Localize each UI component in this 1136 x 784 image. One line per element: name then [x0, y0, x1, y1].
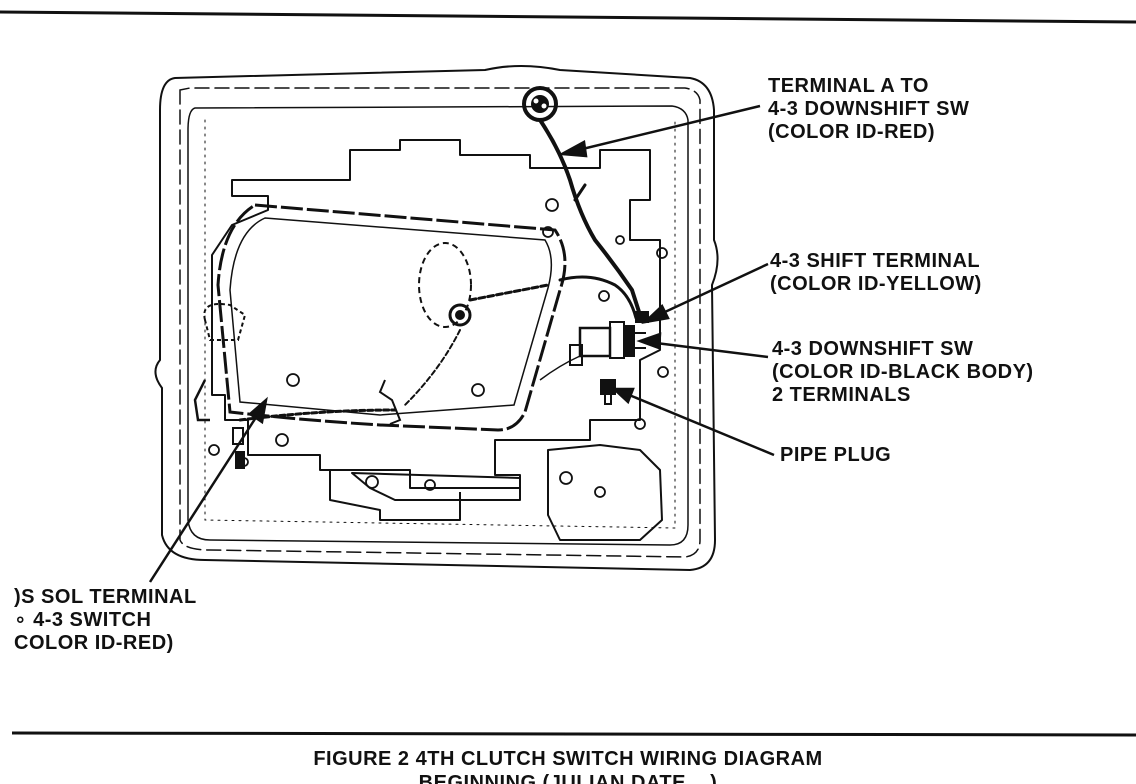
- label-line: 4-3 SHIFT TERMINAL: [770, 250, 981, 272]
- bolt-holes: [208, 198, 669, 498]
- label-line: ∘ 4-3 SWITCH: [14, 609, 152, 631]
- gasket-loop: [216, 203, 567, 432]
- valve-body-housing: [154, 65, 719, 572]
- label-line: 2 TERMINALS: [772, 384, 911, 406]
- label-shift-terminal: 4-3 SHIFT TERMINAL (COLOR ID-YELLOW): [770, 250, 982, 296]
- pipe-plug: [600, 379, 616, 405]
- label-line: COLOR ID-RED): [14, 632, 174, 654]
- dashed-oval: [418, 242, 472, 328]
- label-downshift-sw: 4-3 DOWNSHIFT SW (COLOR ID-BLACK BODY) 2…: [772, 338, 1034, 407]
- label-line: 4-3 DOWNSHIFT SW: [768, 98, 970, 120]
- label-pipe-plug: PIPE PLUG: [780, 444, 891, 467]
- bottom-rule: [11, 731, 1136, 737]
- ds-sol-connector: [193, 303, 402, 469]
- leader-ds-sol: [148, 407, 264, 583]
- figure-caption: FIGURE 2 4TH CLUTCH SWITCH WIRING DIAGRA…: [313, 748, 823, 770]
- leader-shift-terminal: [651, 262, 769, 320]
- label-line: )S SOL TERMINAL: [14, 586, 197, 608]
- leader-downshift-sw: [647, 340, 769, 359]
- downshift-switch: [539, 311, 649, 381]
- leader-lines: [148, 104, 775, 583]
- label-line: PIPE PLUG: [780, 444, 892, 466]
- label-terminal-a: TERMINAL A TO 4-3 DOWNSHIFT SW (COLOR ID…: [768, 75, 969, 144]
- label-line: (COLOR ID-BLACK BODY): [772, 361, 1034, 383]
- leader-pipe-plug: [621, 390, 775, 457]
- wiring-harness: [238, 118, 642, 422]
- terminal-a-connector: [522, 86, 558, 122]
- figure-caption-sub: BEGINNING (JULIAN DATE ...): [418, 772, 718, 784]
- label-ds-sol-terminal: )S SOL TERMINAL ∘ 4-3 SWITCH COLOR ID-RE…: [14, 586, 197, 655]
- label-line: TERMINAL A TO: [768, 75, 929, 97]
- leader-terminal-a: [569, 104, 761, 154]
- label-line: (COLOR ID-RED): [768, 121, 935, 143]
- label-line: 4-3 DOWNSHIFT SW: [772, 338, 974, 360]
- label-line: (COLOR ID-YELLOW): [770, 273, 982, 295]
- top-rule: [0, 10, 1136, 24]
